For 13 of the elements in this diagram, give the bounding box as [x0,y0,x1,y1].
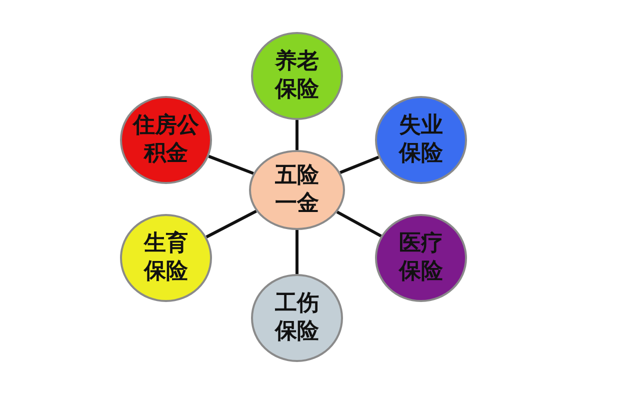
node-label: 住房公积金 [132,112,200,168]
connector-line [296,230,298,274]
connector-line [208,154,254,175]
node-label: 工伤保险 [274,290,320,346]
node-label: 失业保险 [398,112,444,168]
connector-line [296,120,298,150]
node-label: 五险一金 [274,162,320,218]
node-label: 生育保险 [142,230,189,286]
connector-line [206,210,257,238]
node-label: 养老保险 [274,48,320,104]
connector-line [336,210,382,238]
node-label: 医疗保险 [398,230,444,286]
connector-line [340,156,380,174]
